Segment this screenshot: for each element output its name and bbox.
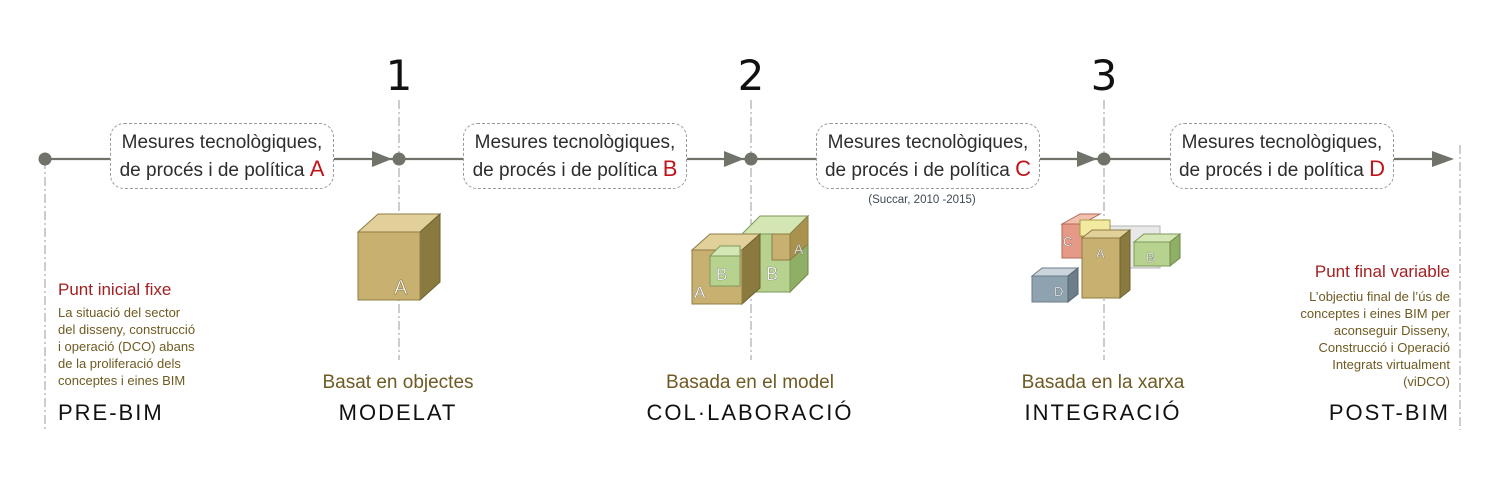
end-description-line: conceptes i eines BIM per [1300, 306, 1450, 321]
measures-letter: C [1015, 156, 1031, 181]
measures-box-d: Mesures tecnològiques, de procés i de po… [1170, 123, 1394, 189]
measures-box-c: Mesures tecnològiques, de procés i de po… [816, 123, 1040, 189]
arrowhead-a [372, 151, 392, 167]
block-label-a3: A [1096, 246, 1105, 261]
start-description-line: del disseny, construcció [58, 322, 196, 337]
block-label-c: C [1063, 234, 1072, 249]
cube-modelat-icon: A [356, 212, 442, 302]
start-description: La situació del sector del disseny, cons… [58, 304, 258, 389]
measures-line1: Mesures tecnològiques, [1181, 132, 1383, 153]
block-label-b2: B [766, 264, 778, 284]
stage-maturity-2: Basada en el model [666, 372, 834, 393]
timeline-node-1 [392, 152, 406, 166]
end-description-line: Integrats virtualment [1332, 357, 1450, 372]
timeline-node-3 [1097, 152, 1111, 166]
timeline-node-2 [744, 152, 758, 166]
end-description-line: L’objectiu final de l’ús de [1309, 289, 1450, 304]
measures-box-b: Mesures tecnològiques, de procés i de po… [463, 123, 687, 189]
measures-line1: Mesures tecnològiques, [474, 132, 676, 153]
measures-line2: de procés i de política [1178, 160, 1364, 181]
start-title: Punt inicial fixe [58, 280, 172, 299]
block-label-b1: B [716, 265, 727, 284]
end-description-line: Construcció i Operació [1318, 340, 1451, 355]
measures-box-a: Mesures tecnològiques, de procés i de po… [110, 123, 334, 189]
measures-letter: B [662, 156, 678, 181]
measures-letter: A [309, 156, 325, 181]
timeline-node-start [38, 152, 52, 166]
measures-line1: Mesures tecnològiques, [121, 132, 323, 153]
stage-name-3: INTEGRACIÓ [1024, 400, 1182, 425]
block-label-a1: A [694, 283, 706, 302]
block-label-d: D [1054, 284, 1063, 299]
measures-line1: Mesures tecnològiques, [827, 132, 1029, 153]
measures-line2: de procés i de política [119, 160, 305, 181]
measures-line2: de procés i de política [472, 160, 658, 181]
cube-label: A [394, 277, 408, 299]
start-description-line: conceptes i eines BIM [58, 373, 186, 388]
start-description-line: i operació (DCO) abans [58, 339, 195, 354]
stage-maturity-3: Basada en la xarxa [1021, 372, 1185, 393]
end-description-line: aconseguir Disseny, [1333, 323, 1450, 338]
end-description: L’objectiu final de l’ús de conceptes i … [1230, 288, 1450, 390]
end-title: Punt final variable [1314, 262, 1450, 281]
stage-number-3: 3 [1090, 51, 1118, 100]
blocks-integracio-icon: C B A D [1030, 213, 1182, 304]
block-label-b3: B [1146, 250, 1155, 265]
start-description-line: La situació del sector [58, 305, 181, 320]
arrowhead-b [724, 151, 744, 167]
arrowhead-d [1432, 151, 1454, 167]
stage-number-1: 1 [385, 51, 413, 100]
start-stage-name: PRE-BIM [58, 400, 164, 425]
arrowhead-c [1077, 151, 1097, 167]
measures-line2: de procés i de política [824, 160, 1010, 181]
start-description-line: de la proliferació dels [58, 356, 181, 371]
measures-letter: D [1369, 156, 1385, 181]
stage-number-2: 2 [737, 51, 765, 100]
end-stage-name: POST-BIM [1328, 400, 1450, 425]
end-description-line: (viDCO) [1403, 374, 1450, 389]
blocks-colaboracio-icon: A B A B [690, 214, 810, 306]
stage-name-1: MODELAT [338, 400, 458, 425]
stage-name-2: COL·LABORACIÓ [646, 400, 854, 425]
citation: (Succar, 2010 -2015) [868, 194, 976, 206]
block-label-a2: A [794, 241, 804, 257]
stage-maturity-1: Basat en objectes [322, 372, 474, 393]
